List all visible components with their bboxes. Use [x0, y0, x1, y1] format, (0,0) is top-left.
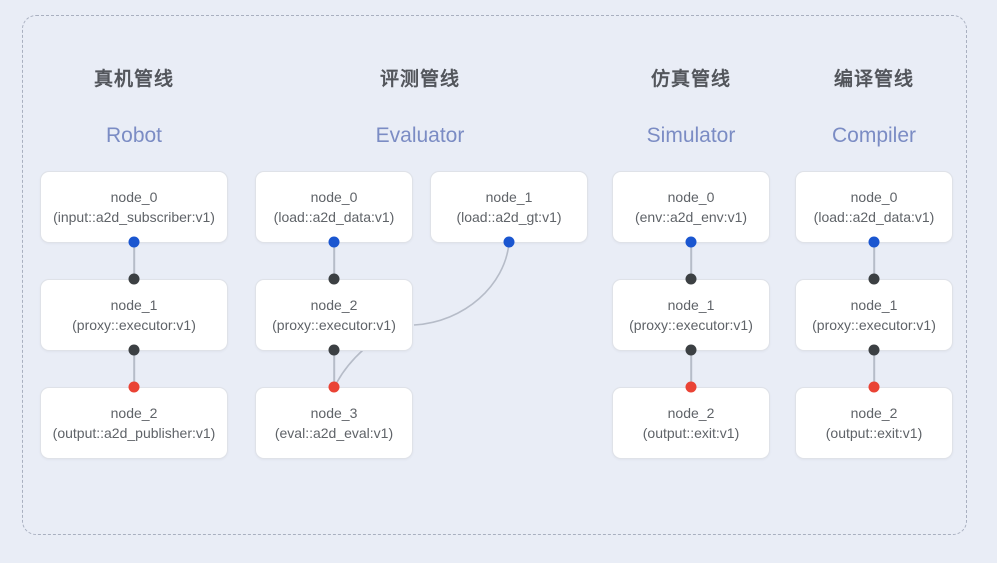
node-compiler-node_0[interactable]: node_0 (load::a2d_data:v1) [795, 171, 953, 243]
port-input-evaluator-2[interactable] [328, 273, 340, 285]
node-compiler-node_1[interactable]: node_1 (proxy::executor:v1) [795, 279, 953, 351]
column-title-cn-compiler: 编译管线 [833, 69, 915, 90]
edge-comp-1-to-2 [873, 350, 875, 387]
node-type: (load::a2d_gt:v1) [456, 209, 562, 225]
node-robot-node_1[interactable]: node_1 (proxy::executor:v1) [40, 279, 228, 351]
port-input-red-compiler-2[interactable] [868, 381, 880, 393]
port-input-compiler-1[interactable] [868, 273, 880, 285]
node-id: node_0 [110, 189, 158, 205]
port-input-red-evaluator-3[interactable] [328, 381, 340, 393]
pipeline-group-container [22, 15, 967, 535]
node-type: (eval::a2d_eval:v1) [274, 425, 394, 441]
edge-robot-0-to-1 [133, 242, 135, 279]
column-title-en-robot: Robot [105, 124, 163, 147]
node-robot-node_0[interactable]: node_0 (input::a2d_subscriber:v1) [40, 171, 228, 243]
node-type: (proxy::executor:v1) [629, 317, 753, 333]
node-type: (proxy::executor:v1) [272, 317, 396, 333]
node-id: node_2 [110, 405, 158, 421]
node-evaluator-node_3[interactable]: node_3 (eval::a2d_eval:v1) [255, 387, 413, 459]
node-type: (output::a2d_publisher:v1) [52, 425, 216, 441]
column-title-en-compiler: Compiler [831, 124, 917, 147]
node-id: node_1 [110, 297, 158, 313]
column-title-en-simulator: Simulator [646, 124, 736, 147]
edge-sim-0-to-1 [690, 242, 692, 279]
node-id: node_2 [310, 297, 358, 313]
node-type: (output::exit:v1) [825, 425, 923, 441]
node-type: (proxy::executor:v1) [812, 317, 936, 333]
node-type: (env::a2d_env:v1) [634, 209, 748, 225]
node-id: node_2 [850, 405, 898, 421]
node-id: node_0 [667, 189, 715, 205]
node-compiler-node_2[interactable]: node_2 (output::exit:v1) [795, 387, 953, 459]
port-output-blue-robot-0[interactable] [128, 236, 140, 248]
port-output-blue-compiler-0[interactable] [868, 236, 880, 248]
node-type: (load::a2d_data:v1) [813, 209, 935, 225]
port-input-simulator-1[interactable] [685, 273, 697, 285]
edge-robot-1-to-2 [133, 350, 135, 387]
edge-eval-2-to-3 [333, 350, 335, 387]
node-type: (input::a2d_subscriber:v1) [53, 209, 215, 225]
port-input-red-simulator-2[interactable] [685, 381, 697, 393]
node-id: node_1 [485, 189, 533, 205]
node-id: node_0 [850, 189, 898, 205]
node-simulator-node_0[interactable]: node_0 (env::a2d_env:v1) [612, 171, 770, 243]
node-evaluator-node_0[interactable]: node_0 (load::a2d_data:v1) [255, 171, 413, 243]
port-input-robot-1[interactable] [128, 273, 140, 285]
node-robot-node_2[interactable]: node_2 (output::a2d_publisher:v1) [40, 387, 228, 459]
node-type: (proxy::executor:v1) [72, 317, 196, 333]
node-id: node_1 [667, 297, 715, 313]
edge-sim-1-to-2 [690, 350, 692, 387]
column-title-en-evaluator: Evaluator [375, 124, 465, 147]
node-id: node_2 [667, 405, 715, 421]
column-title-cn-simulator: 仿真管线 [650, 69, 732, 90]
port-input-red-robot-2[interactable] [128, 381, 140, 393]
node-id: node_1 [850, 297, 898, 313]
node-type: (output::exit:v1) [642, 425, 740, 441]
node-evaluator-node_2[interactable]: node_2 (proxy::executor:v1) [255, 279, 413, 351]
port-output-compiler-1[interactable] [868, 344, 880, 356]
column-title-cn-evaluator: 评测管线 [379, 69, 461, 90]
node-id: node_3 [310, 405, 358, 421]
node-id: node_0 [310, 189, 358, 205]
column-title-cn-robot: 真机管线 [93, 69, 175, 90]
port-output-simulator-1[interactable] [685, 344, 697, 356]
node-simulator-node_2[interactable]: node_2 (output::exit:v1) [612, 387, 770, 459]
node-simulator-node_1[interactable]: node_1 (proxy::executor:v1) [612, 279, 770, 351]
node-evaluator-node_1[interactable]: node_1 (load::a2d_gt:v1) [430, 171, 588, 243]
port-output-robot-1[interactable] [128, 344, 140, 356]
port-output-blue-evaluator-0[interactable] [328, 236, 340, 248]
edge-comp-0-to-1 [873, 242, 875, 279]
port-output-blue-evaluator-1[interactable] [503, 236, 515, 248]
edge-eval-0-to-2 [333, 242, 335, 279]
port-output-evaluator-2[interactable] [328, 344, 340, 356]
node-type: (load::a2d_data:v1) [273, 209, 395, 225]
port-output-blue-simulator-0[interactable] [685, 236, 697, 248]
